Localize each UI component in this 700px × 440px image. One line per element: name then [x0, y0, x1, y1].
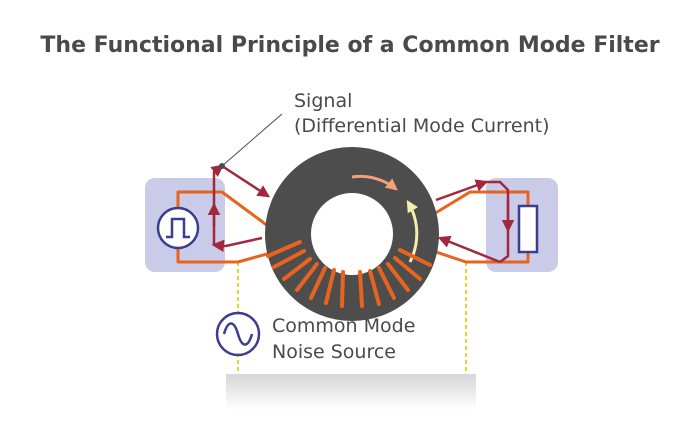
- signal-current-arrows: [207, 164, 515, 264]
- flux-arrow-orange: [351, 174, 398, 191]
- ground-plane: [226, 374, 476, 410]
- winding-turn: [309, 266, 327, 300]
- winding-turn: [272, 249, 306, 269]
- signal-arrow-return-left: [211, 236, 263, 253]
- signal-arrow-core-to-load: [435, 179, 489, 202]
- square-wave-source-icon: [156, 206, 200, 250]
- winding-turn: [368, 269, 381, 306]
- winding-turn: [266, 240, 302, 258]
- winding-turn: [340, 270, 345, 308]
- noise-label-line1: Common Mode: [272, 315, 415, 337]
- winding-turn: [282, 257, 312, 281]
- winding-turn: [377, 266, 396, 300]
- winding-turn: [358, 270, 364, 308]
- signal-arrow-to-core: [221, 164, 271, 198]
- signal-label-line1: Signal: [294, 90, 352, 112]
- signal-label-line2: (Differential Mode Current): [294, 115, 550, 137]
- winding-turn: [393, 256, 422, 281]
- resistor-icon: [517, 204, 539, 254]
- signal-pointer-dot: [219, 163, 225, 169]
- winding-right: [358, 248, 432, 308]
- signal-arrow-return-right: [437, 235, 501, 264]
- winding-turn: [324, 268, 336, 305]
- signal-pointer-line: [221, 113, 283, 167]
- noise-label-line2: Noise Source: [272, 341, 396, 363]
- winding-turn: [398, 248, 432, 267]
- signal-arrow-load-loop: [486, 180, 510, 263]
- page-title: The Functional Principle of a Common Mod…: [40, 33, 659, 58]
- winding-turn: [295, 262, 319, 292]
- winding-left: [266, 240, 345, 308]
- ac-sine-source-icon: [215, 311, 261, 357]
- winding-turn: [386, 262, 410, 292]
